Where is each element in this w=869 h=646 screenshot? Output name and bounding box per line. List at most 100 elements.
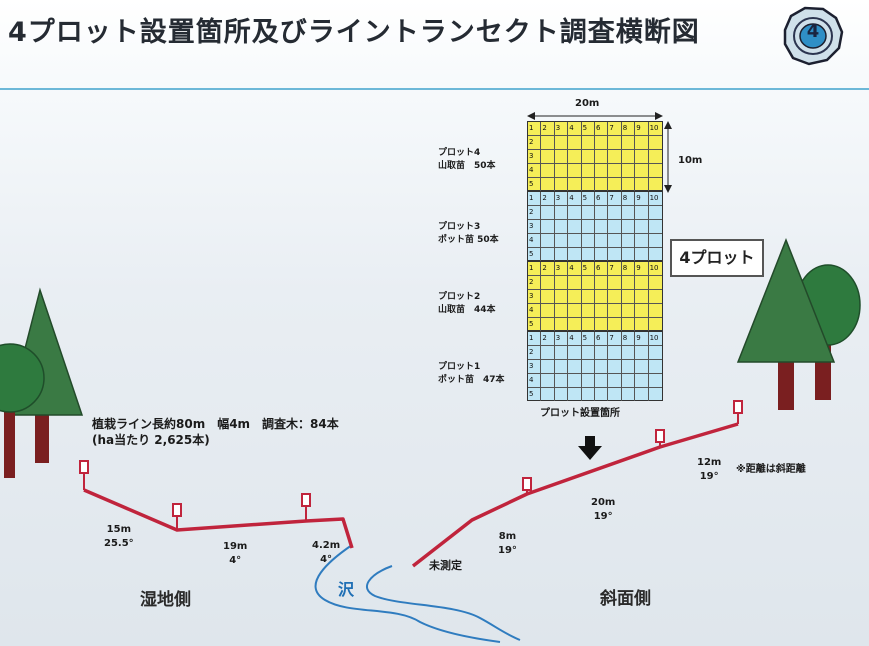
grid-cell [568, 304, 582, 318]
plot-name: プロット2 [438, 292, 481, 302]
grid-cell: 1 [528, 332, 542, 346]
grid-cell [622, 248, 636, 261]
grid-cell [608, 276, 622, 290]
grid-cell [622, 318, 636, 331]
slope-distance-note: ※距離は斜距離 [736, 464, 806, 475]
grid-cell: 2 [528, 276, 542, 290]
stake-marker [301, 493, 311, 507]
grid-cell [595, 178, 609, 191]
grid-cell [608, 220, 622, 234]
width-arrow-left [527, 112, 535, 120]
grid-cell: 4 [528, 304, 542, 318]
grid-cell [622, 388, 636, 401]
grid-cell [555, 178, 569, 191]
grid-cell [594, 290, 609, 304]
grid-cell: 2 [528, 346, 542, 360]
grid-cell [608, 360, 622, 374]
grid-cell [648, 164, 662, 178]
grid-cell [555, 248, 569, 261]
grid-cell: 9 [635, 332, 649, 346]
width-arrow-right [655, 112, 663, 120]
grid-cell [608, 318, 622, 331]
grid-cell: 3 [554, 262, 569, 276]
grid-cell [594, 206, 609, 220]
grid-cell [594, 276, 609, 290]
grid-cell [568, 318, 582, 331]
grid-cell [568, 206, 582, 220]
grid-cell [594, 374, 609, 388]
grid-cell: 5 [528, 318, 542, 331]
grid-cell [541, 136, 555, 150]
grid-cell [568, 374, 582, 388]
grid-cell [594, 304, 609, 318]
grid-cell [568, 276, 582, 290]
grid-cell [635, 374, 649, 388]
down-arrow-icon [578, 446, 602, 460]
grid-cell [648, 374, 662, 388]
grid-cell [594, 346, 609, 360]
down-arrow-stem [585, 436, 595, 446]
grid-cell [554, 374, 569, 388]
grid-cell [568, 164, 582, 178]
grid-cell [608, 136, 622, 150]
grid-cell [648, 346, 662, 360]
grid-cell [594, 234, 609, 248]
grid-cell: 6 [594, 122, 609, 136]
grid-cell [635, 248, 649, 261]
height-arrow-top [664, 121, 672, 129]
stream-bank-left [314, 544, 501, 643]
grid-cell [608, 388, 622, 401]
right-transect-line [411, 422, 739, 568]
grid-cell [635, 164, 649, 178]
badge-log-icon [783, 6, 844, 66]
grid-cell: 5 [581, 332, 595, 346]
grid-cell [608, 374, 622, 388]
grid-cell [594, 220, 609, 234]
plot-detail: 山取苗 44本 [438, 305, 496, 315]
grid-cell [554, 276, 569, 290]
left-round-tree [0, 343, 45, 413]
plot-label-3: プロット3 ポット苗 50本 [438, 221, 499, 247]
grid-cell [621, 374, 636, 388]
grid-cell: 3 [528, 150, 542, 164]
grid-cell [554, 290, 569, 304]
grid-cell: 1 [528, 122, 542, 136]
grid-cell [635, 220, 649, 234]
grid-cell [568, 150, 582, 164]
grid-cell: 6 [594, 262, 609, 276]
grid-cell [648, 360, 662, 374]
plot-height-label: 10m [678, 155, 703, 166]
segment-length: 15m [106, 524, 132, 535]
grid-cell [581, 360, 595, 374]
grid-cell [608, 178, 622, 191]
page-title: 4プロット設置箇所及びライントランセクト調査横断図 [8, 17, 700, 48]
plot-label-4: プロット4 山取苗 50本 [438, 147, 496, 173]
grid-cell [635, 206, 649, 220]
segment-right-2: 20m 19° [591, 496, 615, 524]
grid-cell: 10 [648, 262, 662, 276]
grid-cell [608, 290, 622, 304]
grid-cell [554, 360, 569, 374]
grid-cell: 1 [528, 192, 542, 206]
plot-name: プロット4 [438, 148, 481, 158]
slope-side-label: 斜面側 [600, 589, 651, 609]
grid-cell [608, 164, 622, 178]
grid-cell [595, 318, 609, 331]
plot-name: プロット1 [438, 362, 481, 372]
grid-cell [608, 304, 622, 318]
wetland-side-label: 湿地側 [140, 590, 191, 610]
grid-cell [541, 220, 555, 234]
grid-cell [648, 206, 662, 220]
grid-cell [621, 346, 636, 360]
grid-cell [595, 388, 609, 401]
grid-cell [608, 248, 622, 261]
grid-cell [541, 304, 555, 318]
grid-cell: 5 [581, 192, 595, 206]
grid-cell: 2 [528, 136, 542, 150]
grid-cell [621, 276, 636, 290]
grid-cell [554, 150, 569, 164]
grid-cell [582, 388, 595, 401]
